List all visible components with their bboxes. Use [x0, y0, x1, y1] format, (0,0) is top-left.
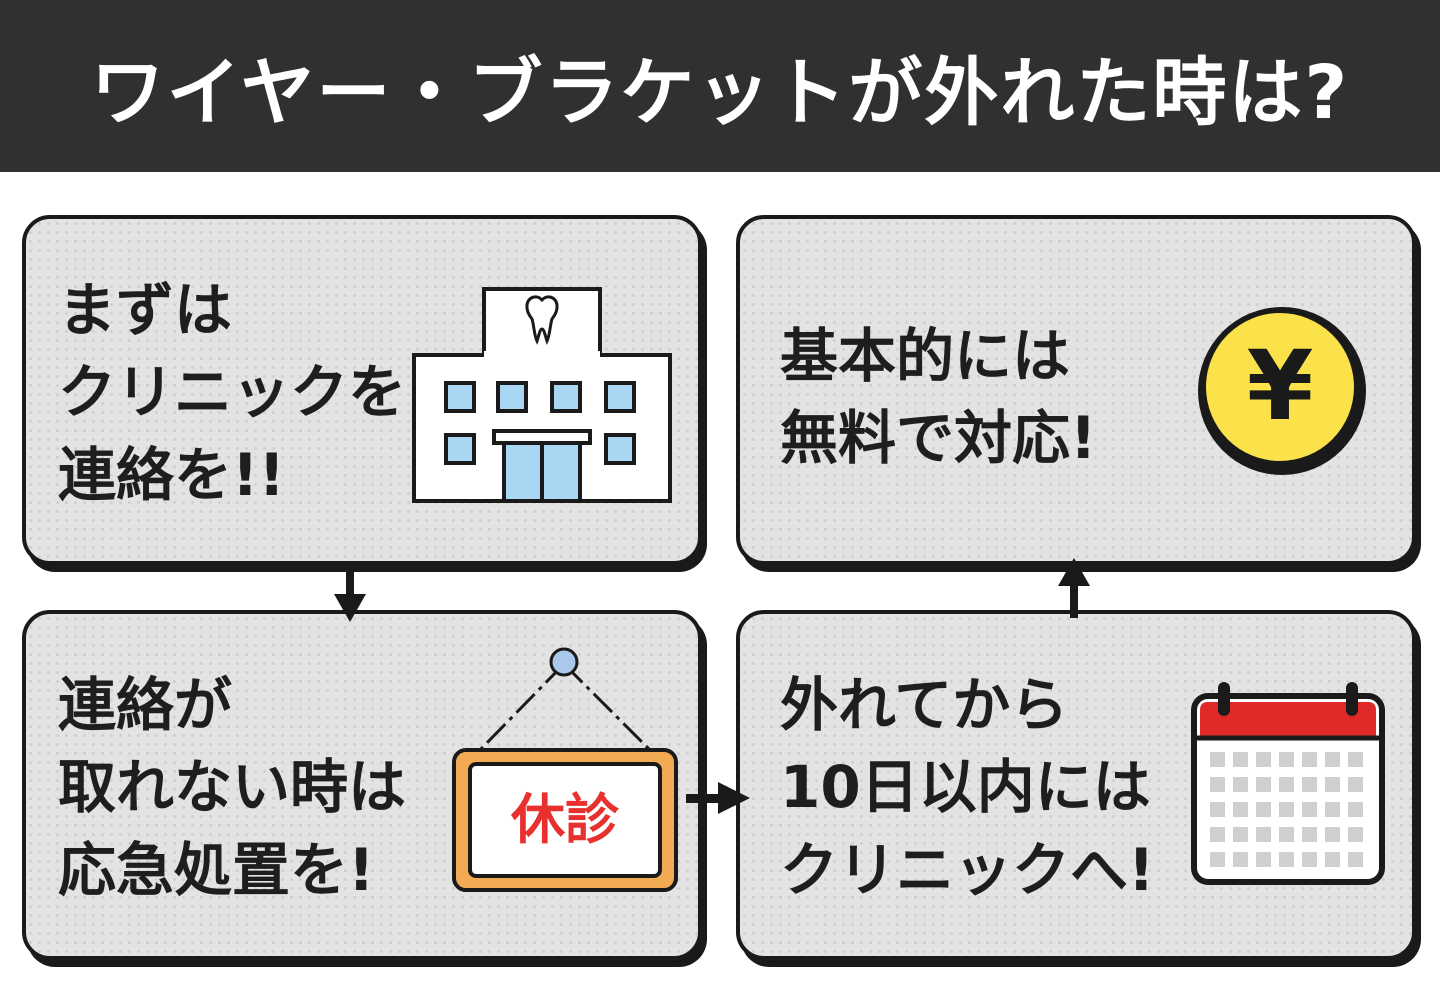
calendar-day-cell: [1325, 802, 1340, 817]
calendar-day-cell: [1279, 852, 1294, 867]
calendar-day-cell: [1233, 777, 1248, 792]
calendar-day-cell: [1256, 777, 1271, 792]
calendar-day-cell: [1279, 752, 1294, 767]
calendar-day-cell: [1256, 852, 1271, 867]
header-bar: ワイヤー・ブラケットが外れた時は?: [0, 0, 1440, 172]
step-text-line: 連絡を!!: [58, 440, 285, 509]
calendar-day-cell: [1302, 827, 1317, 842]
step-text: まずは クリニックを 連絡を!!: [58, 269, 406, 516]
calendar-icon: [1191, 682, 1385, 885]
up-arrow-icon: [1058, 558, 1090, 618]
calendar-day-cell: [1233, 852, 1248, 867]
calendar-day-cell: [1233, 827, 1248, 842]
calendar-day-cell: [1302, 752, 1317, 767]
clinic-building-icon: [412, 287, 672, 503]
step-text-line: 連絡が: [58, 671, 233, 739]
calendar-day-cell: [1279, 802, 1294, 817]
calendar-day-cell: [1325, 852, 1340, 867]
calendar-day-cell: [1279, 777, 1294, 792]
calendar-day-cell: [1210, 802, 1225, 817]
calendar-day-cell: [1210, 827, 1225, 842]
calendar-day-cell: [1233, 802, 1248, 817]
calendar-day-cell: [1256, 802, 1271, 817]
yen-coin-icon: ¥: [1198, 307, 1366, 475]
step-card-contact-clinic: まずは クリニックを 連絡を!!: [22, 215, 702, 565]
calendar-day-cell: [1348, 802, 1363, 817]
calendar-day-cell: [1233, 752, 1248, 767]
coin-symbol: ¥: [1247, 330, 1314, 442]
step-text-line: 応急処置を!: [58, 835, 375, 904]
calendar-day-cell: [1210, 777, 1225, 792]
calendar-grid: [1210, 752, 1363, 867]
calendar-day-cell: [1302, 777, 1317, 792]
step-text: 基本的には 無料で対応!: [780, 315, 1096, 480]
sign-text: 休診: [510, 788, 620, 851]
calendar-day-cell: [1348, 827, 1363, 842]
step-card-visit-clinic: 外れてから 10日以内には クリニックへ!: [736, 610, 1416, 960]
step-text-line: 10日以内には: [780, 753, 1151, 822]
step-text-line: クリニックへ!: [780, 835, 1155, 904]
calendar-day-cell: [1210, 752, 1225, 767]
calendar-day-cell: [1325, 827, 1340, 842]
calendar-day-cell: [1302, 852, 1317, 867]
step-text-line: 無料で対応!: [780, 404, 1097, 473]
calendar-day-cell: [1256, 827, 1271, 842]
step-card-free-of-charge: 基本的には 無料で対応! ¥: [736, 215, 1416, 565]
step-text-line: クリニックを: [58, 358, 407, 427]
page-title: ワイヤー・ブラケットが外れた時は?: [90, 49, 1350, 136]
step-text-line: 取れない時は: [58, 753, 407, 822]
calendar-day-cell: [1279, 827, 1294, 842]
step-text-line: 外れてから: [780, 671, 1069, 739]
step-text-line: 基本的には: [780, 322, 1071, 390]
calendar-day-cell: [1348, 777, 1363, 792]
calendar-day-cell: [1302, 802, 1317, 817]
step-card-first-aid: 連絡が 取れない時は 応急処置を! 休診: [22, 610, 702, 960]
calendar-day-cell: [1256, 752, 1271, 767]
step-text: 連絡が 取れない時は 応急処置を!: [58, 664, 406, 911]
calendar-day-cell: [1348, 752, 1363, 767]
step-text: 外れてから 10日以内には クリニックへ!: [780, 664, 1154, 911]
calendar-day-cell: [1348, 852, 1363, 867]
step-text-line: まずは: [58, 276, 233, 344]
closed-sign-icon: 休診: [452, 647, 678, 892]
calendar-day-cell: [1325, 752, 1340, 767]
right-arrow-icon: [686, 782, 750, 814]
calendar-day-cell: [1210, 852, 1225, 867]
down-arrow-icon: [334, 562, 366, 622]
calendar-day-cell: [1325, 777, 1340, 792]
